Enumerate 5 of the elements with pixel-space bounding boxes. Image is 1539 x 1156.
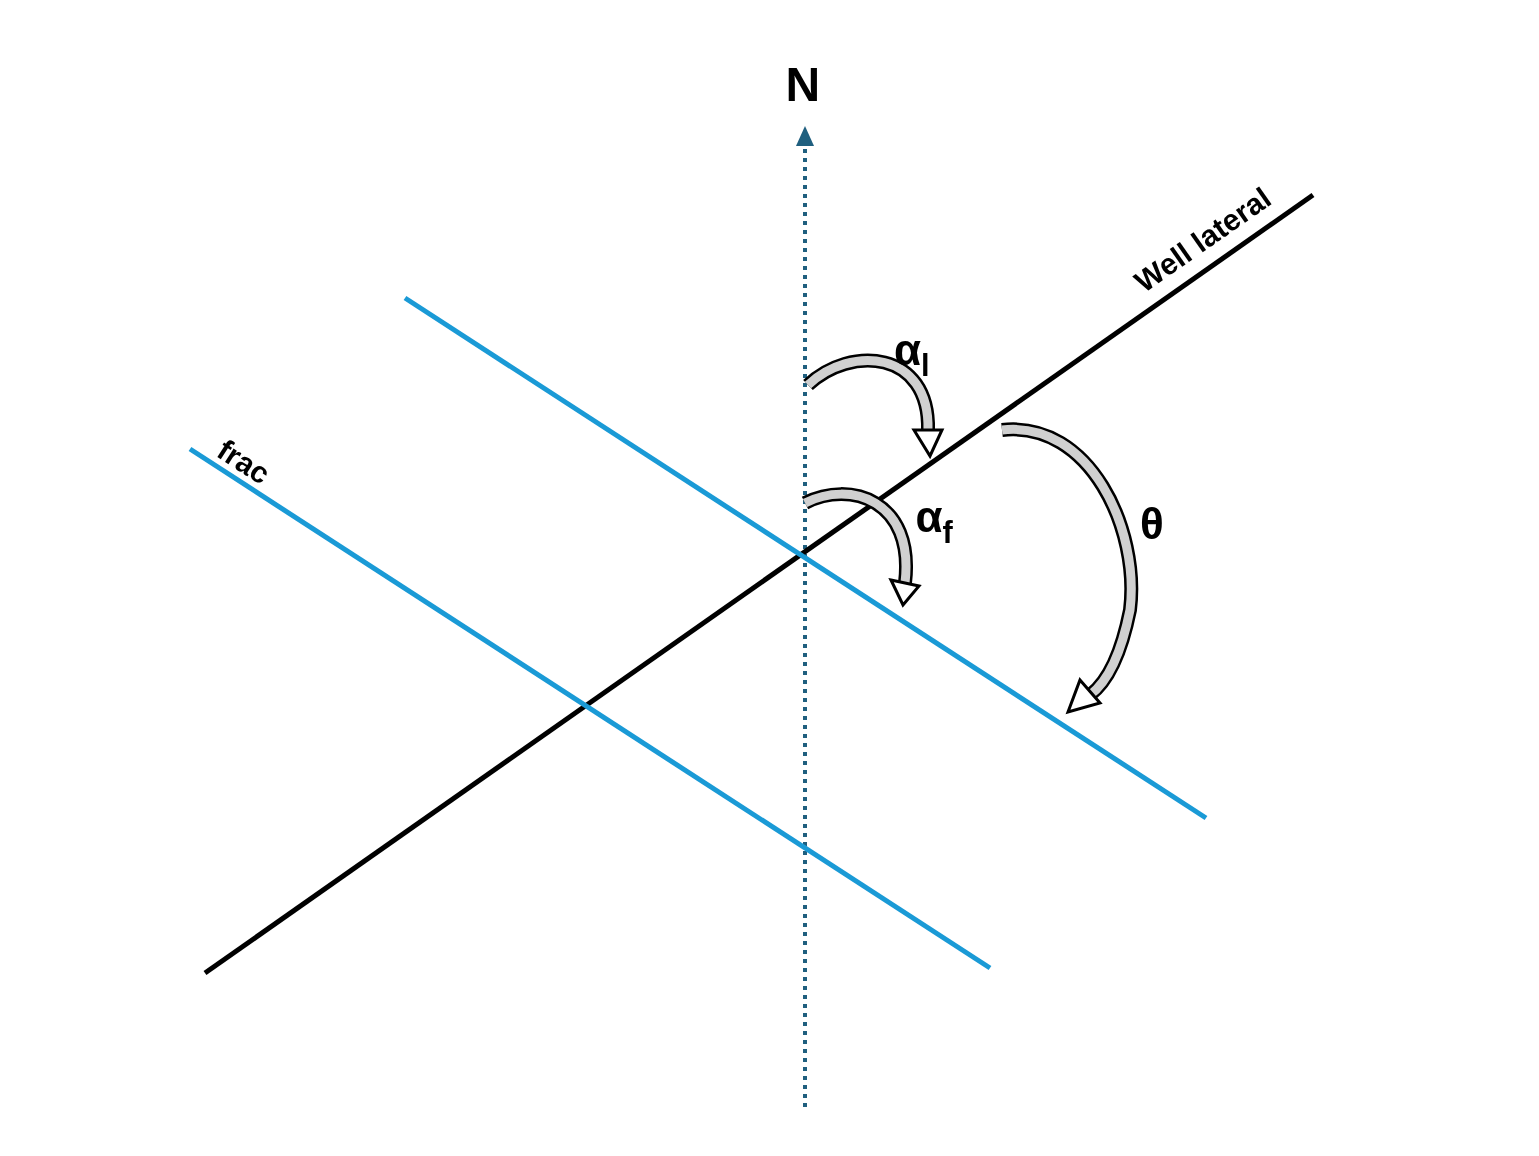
angle-label: θ — [1140, 502, 1164, 546]
angle-label: α$_{f}$ — [915, 495, 953, 549]
compass-label: N — [785, 61, 821, 109]
angle-label: α$_{l}$ — [894, 328, 930, 382]
line-label: frac — [211, 434, 275, 490]
